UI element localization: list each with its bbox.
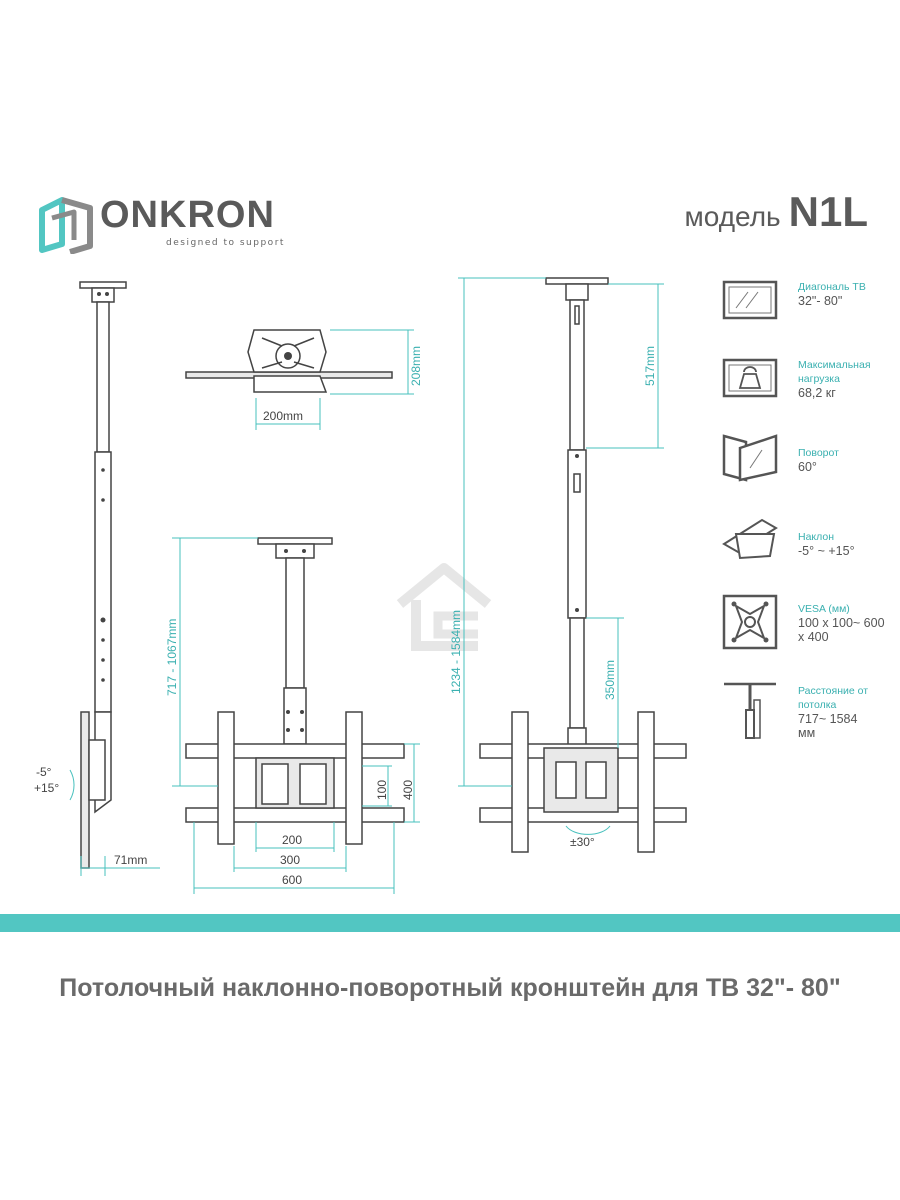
onkron-logo: ONKRON designed to support bbox=[38, 190, 298, 260]
ceiling-distance-icon bbox=[724, 682, 776, 739]
spec-tilt-value: -5° ~ +15° bbox=[798, 544, 855, 558]
spec-load-label: Максимальная нагрузка bbox=[798, 359, 871, 385]
accent-band bbox=[0, 914, 900, 932]
model-name: N1L bbox=[788, 188, 868, 235]
weight-icon bbox=[722, 358, 778, 398]
vesa-400-label: 400 bbox=[401, 780, 415, 800]
spec-vesa-label: VESA (мм) bbox=[798, 603, 850, 615]
top-view-plate bbox=[185, 329, 393, 393]
tilt-up-label: +15° bbox=[34, 781, 59, 795]
depth-71-label: 71mm bbox=[114, 853, 147, 867]
spec-diagonal-value: 32"- 80" bbox=[798, 294, 843, 308]
spec-tilt-label: Наклон bbox=[798, 531, 835, 543]
swivel-icon bbox=[722, 434, 778, 482]
spec-vesa-value: 100 x 100~ 600 x 400 bbox=[798, 616, 885, 644]
model-prefix: модель bbox=[684, 201, 781, 232]
spec-distance-value: 717~ 1584 мм bbox=[798, 712, 858, 740]
extended-view-mount bbox=[479, 277, 687, 853]
logo-mark-icon bbox=[39, 197, 93, 254]
vesa-icon bbox=[722, 594, 778, 650]
brand-name: ONKRON bbox=[100, 194, 275, 236]
vesa-300-label: 300 bbox=[280, 853, 300, 867]
spec-load-value: 68,2 кг bbox=[798, 386, 836, 400]
product-caption: Потолочный наклонно-поворотный кронштейн… bbox=[59, 974, 841, 1002]
spec-swivel-value: 60° bbox=[798, 460, 817, 474]
watermark-house-icon bbox=[396, 563, 492, 651]
upper-pole-label: 517mm bbox=[643, 346, 657, 386]
tilt-icon bbox=[722, 518, 778, 560]
swivel-label: ±30° bbox=[570, 835, 595, 849]
spec-swivel-label: Поворот bbox=[798, 447, 839, 459]
technical-drawing: -5° +15° 71mm 208mm 200mm 717 - 10 bbox=[34, 277, 687, 894]
spec-distance-label: Расстояние от потолка bbox=[798, 685, 869, 711]
brand-tagline: designed to support bbox=[166, 238, 285, 248]
height-side-label: 1234 - 1584mm bbox=[449, 610, 463, 694]
side-view-mount bbox=[69, 281, 127, 869]
spec-diagonal-label: Диагональ ТВ bbox=[798, 281, 866, 293]
front-view-mount bbox=[185, 537, 405, 845]
lower-pole-label: 350mm bbox=[603, 660, 617, 700]
tilt-down-label: -5° bbox=[36, 765, 52, 779]
vesa-200-label: 200 bbox=[282, 833, 302, 847]
plate-width-label: 200mm bbox=[263, 409, 303, 423]
vesa-100-label: 100 bbox=[375, 780, 389, 800]
plate-depth-label: 208mm bbox=[409, 346, 423, 386]
vesa-600-label: 600 bbox=[282, 873, 302, 887]
height-front-label: 717 - 1067mm bbox=[165, 619, 179, 696]
tv-diagonal-icon bbox=[722, 280, 778, 320]
